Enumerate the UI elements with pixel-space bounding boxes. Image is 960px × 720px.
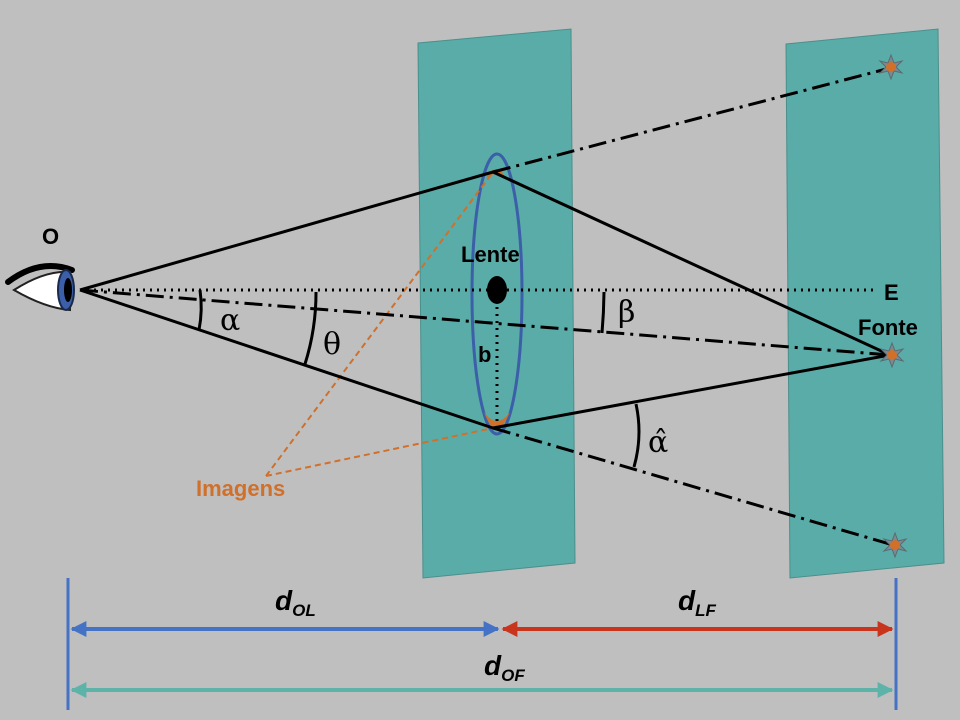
theta-label: θ: [323, 327, 341, 362]
light-ray-lower: [79, 288, 891, 430]
image-star-upper: [878, 53, 904, 81]
lens-mass: [487, 276, 507, 304]
einstein-ring: [470, 152, 524, 436]
lens-label: Lente: [461, 242, 520, 267]
theta-arc: [303, 291, 318, 365]
image-line-upper: [265, 171, 494, 477]
apparent-image-line-lower: [492, 426, 894, 547]
alpha-arc: [197, 289, 203, 331]
source-star: [879, 341, 905, 369]
image-line-lower: [265, 427, 494, 477]
observer-label: O: [42, 224, 59, 249]
image-arc-bottom: [484, 412, 510, 429]
source-direction-label: E: [884, 280, 899, 305]
source-plane: [785, 28, 945, 579]
distance-observer-source-label: dOF: [484, 650, 525, 685]
beta-arc: [600, 291, 606, 334]
distance-lens-source-label: dLF: [678, 585, 716, 620]
eye-icon: [5, 263, 75, 312]
distance-observer-lens-label: dOL: [275, 585, 316, 620]
apparent-image-line-upper: [492, 66, 891, 174]
true-source-line: [79, 288, 891, 357]
light-ray-upper: [79, 170, 891, 357]
alpha-hat-label: α̂: [648, 425, 668, 460]
image-star-lower: [882, 531, 908, 559]
images-label: Imagens: [196, 476, 285, 501]
impact-parameter-label: b: [478, 342, 491, 367]
beta-label: β: [618, 295, 635, 330]
alpha-hat-arc: [632, 403, 641, 468]
source-label: Fonte: [858, 315, 918, 340]
alpha-label: α: [220, 303, 240, 338]
